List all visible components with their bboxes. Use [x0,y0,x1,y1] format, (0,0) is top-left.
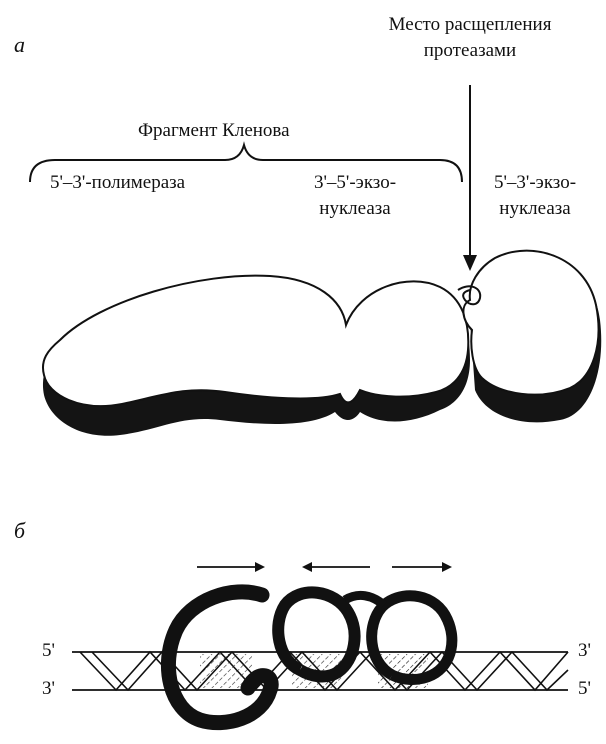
exo53-label: 5'–3'-экзо- нуклеаза [470,172,600,220]
exo53-line-2: нуклеаза [470,198,600,220]
strand-bottom-left-label: 3' [42,678,55,700]
cleavage-arrow-head [463,255,477,271]
klenow-fragment-label: Фрагмент Кленова [138,120,290,142]
cleavage-site-line-2: протеазами [350,40,590,62]
arrow-right-2-head [442,562,452,572]
polymerase-label: 5'–3'-полимераза [50,172,185,194]
strand-top-left-label: 5' [42,640,55,662]
exo35-line-2: нуклеаза [280,198,430,220]
cleavage-site-label: Место расщепления протеазами [350,14,590,62]
strand-bottom-right-label: 5' [578,678,591,700]
panel-a-letter: а [14,32,25,57]
exo35-label: 3'–5'-экзо- нуклеаза [280,172,430,220]
domain-linker [345,595,384,605]
cleavage-site-line-1: Место расщепления [350,14,590,36]
exonuclease-53-domain-body [463,251,598,395]
panel-b-letter: б [14,518,25,543]
strand-top-right-label: 3' [578,640,591,662]
exo53-line-1: 5'–3'-экзо- [470,172,600,194]
klenow-fragment-body [43,276,468,406]
arrow-left-head [302,562,312,572]
arrow-right-1-head [255,562,265,572]
exo35-line-1: 3'–5'-экзо- [280,172,430,194]
